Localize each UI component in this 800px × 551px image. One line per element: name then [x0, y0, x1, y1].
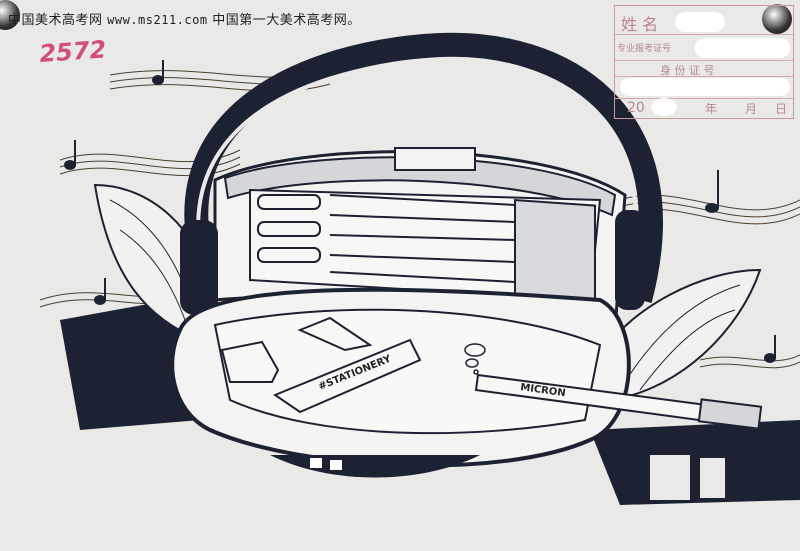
headphone-band: [184, 32, 663, 304]
redacted-exam-id: [695, 38, 790, 58]
redacted-date: [651, 98, 677, 116]
id-card-label: 身 份 证 号: [660, 64, 715, 77]
exam-info-stamp: 姓 名 专业报考证号 身 份 证 号 20 年 月 日: [614, 5, 794, 119]
watermark-tagline: 中国第一大美术高考网。: [212, 13, 361, 28]
name-label: 姓 名: [621, 15, 659, 34]
music-note-icons: [64, 60, 776, 363]
speaker-grille: [270, 455, 480, 478]
eraser: [220, 340, 280, 383]
date-prefix: 20: [627, 100, 645, 116]
earcup-right: [615, 210, 645, 310]
exam-id-label: 专业报考证号: [617, 44, 672, 54]
tuning-knobs: [257, 194, 321, 263]
watermark-url: www.ms211.com: [107, 13, 208, 27]
thought-bubble: [464, 343, 486, 375]
redacted-id-card: [620, 78, 790, 96]
micron-pen: MICRON: [474, 373, 763, 430]
pushpin-right: [762, 4, 792, 34]
display-lines: [329, 194, 516, 283]
watermark: 中国美术高考网 www.ms211.com 中国第一大美术高考网。: [8, 9, 361, 28]
earcup-left: [180, 220, 218, 315]
year-label: 年: [705, 102, 718, 116]
music-staff-lines: [39, 69, 800, 369]
handwritten-mark: 2572: [38, 35, 107, 68]
month-label: 月: [745, 102, 758, 116]
pushpin-left: [0, 0, 20, 30]
watermark-site: 中国美术高考网: [8, 13, 103, 28]
day-label: 日: [775, 102, 788, 116]
ink-shadows: [60, 300, 800, 505]
redacted-name: [675, 12, 725, 32]
